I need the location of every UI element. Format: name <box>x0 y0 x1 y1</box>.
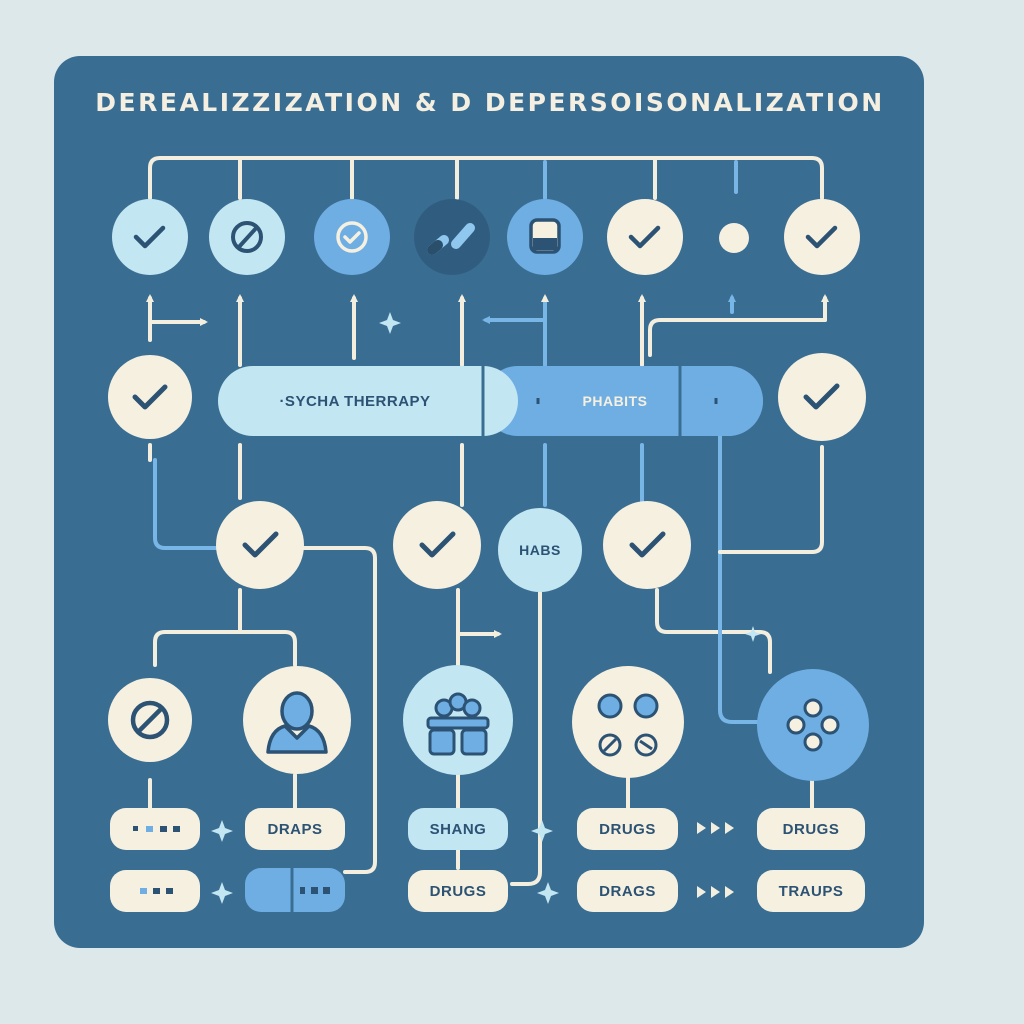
node-check-right <box>778 353 866 441</box>
no-symbol-icon <box>231 221 263 253</box>
pill-blue-split <box>245 868 345 912</box>
pill-label-drugs-1: DRUGS <box>599 820 656 838</box>
habs-label: HABS <box>519 542 561 558</box>
check-icon <box>132 384 168 410</box>
decorative-glyphs <box>211 312 761 904</box>
node-habs <box>498 508 582 592</box>
pill-row-1 <box>110 808 865 850</box>
node-cross <box>757 669 869 781</box>
top-node-row <box>112 199 860 275</box>
check-icon <box>628 225 661 249</box>
no-symbol-icon <box>130 700 170 740</box>
node-dot <box>719 223 749 253</box>
check-icon <box>133 225 166 249</box>
node-check-7 <box>603 501 691 589</box>
arrow-chain-icons <box>697 822 734 898</box>
node-check-4 <box>784 199 860 275</box>
check-icon <box>805 225 838 249</box>
therapy-bar-right-label: PHABITS <box>582 393 648 409</box>
node-check-left <box>108 355 192 439</box>
person-icon <box>266 691 328 754</box>
check-circle-icon <box>336 221 368 253</box>
lower-node-row <box>108 665 869 781</box>
node-dots <box>572 666 684 778</box>
pill-row-2 <box>110 868 865 912</box>
node-check-2 <box>314 199 390 275</box>
group-icon <box>426 692 490 756</box>
pill-label-drugs-3: DRUGS <box>429 882 487 900</box>
check-icon <box>242 531 279 558</box>
device-icon <box>529 218 561 254</box>
sparkle-icon <box>531 820 553 842</box>
therapy-bar-left-label: ·SYCHA THERRAPY <box>279 392 431 410</box>
pill-label-draps: DRAPS <box>267 820 323 838</box>
pill-label-drags: DRAGS <box>599 882 656 900</box>
check-icon <box>629 531 666 558</box>
check-icon <box>419 531 456 558</box>
sparkle-icon <box>211 882 233 904</box>
sparkle-icon <box>745 626 761 642</box>
pill-capsules-icon <box>427 223 475 255</box>
connector-lines <box>146 156 829 886</box>
node-check-3 <box>607 199 683 275</box>
sparkle-icon <box>211 820 233 842</box>
diagram-title: DEREALIZZIZATION & D DEPERSOISONALIZATIO… <box>95 88 885 117</box>
pill-dots-1 <box>110 808 200 850</box>
node-check-1 <box>112 199 188 275</box>
middle-node-row <box>108 353 866 592</box>
sparkle-icon <box>537 882 559 904</box>
pill-label-drugs-2: DRUGS <box>782 820 840 838</box>
sparkle-icon <box>379 312 401 334</box>
therapy-bar <box>218 366 763 436</box>
pill-label-shang: SHANG <box>429 820 487 838</box>
cross-dots-icon <box>786 698 840 752</box>
check-icon <box>803 383 840 410</box>
node-check-6 <box>393 501 481 589</box>
node-check-5 <box>216 501 304 589</box>
four-dots-icon <box>597 693 659 757</box>
pill-label-traups: TRAUPS <box>778 882 844 900</box>
node-pills <box>414 199 490 275</box>
